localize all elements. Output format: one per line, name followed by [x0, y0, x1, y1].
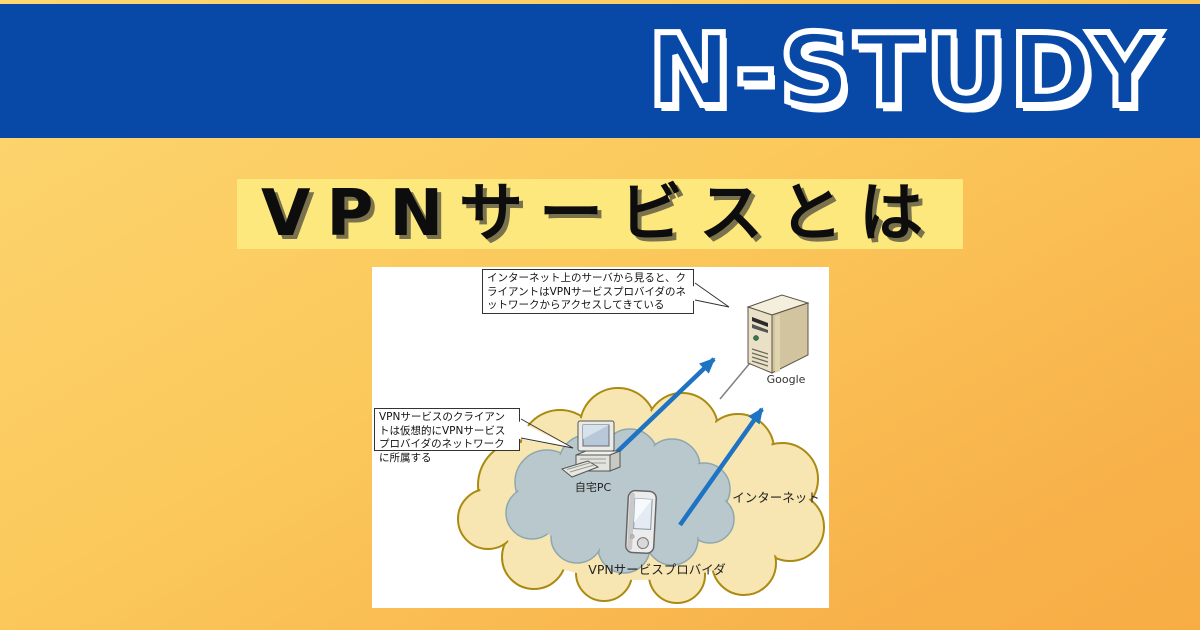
- internet-cloud-label: インターネット: [732, 490, 820, 505]
- header-bar: N-STUDY: [0, 4, 1200, 138]
- title-row: VPNサービスとは: [0, 179, 1200, 249]
- vpn-traffic-arrow-phone: [678, 407, 764, 527]
- callout-server-view: インターネット上のサーバから見ると、クライアントはVPNサービスプロバイダのネッ…: [482, 269, 694, 314]
- provider-cloud-label: VPNサービスプロバイダ: [588, 562, 726, 577]
- site-logo: N-STUDY: [645, 9, 1164, 132]
- home-pc-label: 自宅PC: [574, 481, 612, 494]
- callout-client-membership: VPNサービスのクライアントは仮想的にVPNサービスプロバイダのネットワークに所…: [374, 408, 520, 464]
- smartphone-icon: [625, 489, 657, 555]
- network-diagram: [457, 294, 825, 604]
- server-label: Google: [766, 373, 806, 386]
- vpn-traffic-arrow-pc: [615, 357, 716, 454]
- page-title: VPNサービスとは: [237, 179, 963, 249]
- server-tower-icon: [746, 294, 810, 374]
- server-connector-line: [719, 362, 751, 400]
- desktop-pc-icon: [560, 420, 621, 478]
- diagram-panel: Google 自宅PC VPNサービスプロバイダ インターネット インターネット…: [372, 267, 829, 608]
